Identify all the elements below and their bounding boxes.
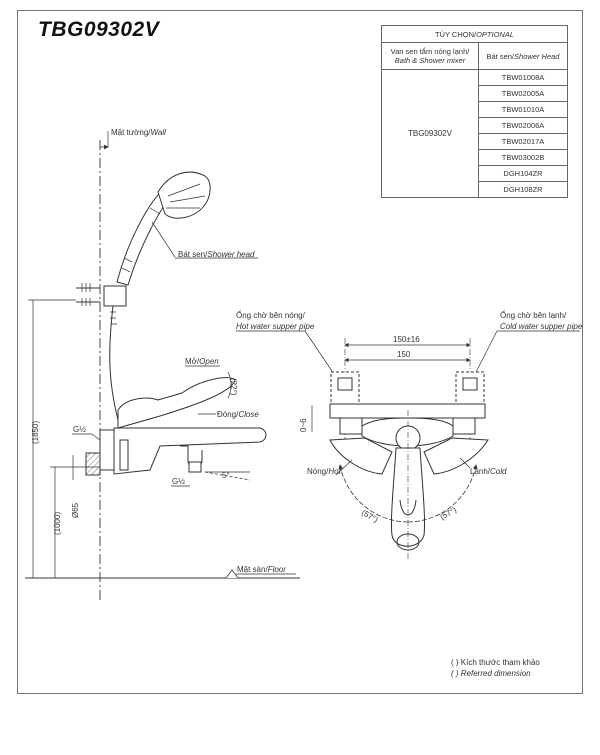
reference-note-en: ( ) Referred dimension <box>451 669 531 678</box>
left-angle-label: (57°) <box>360 508 380 525</box>
open-angle-label: (22°) <box>229 378 238 396</box>
wall-bracket <box>76 283 127 307</box>
drawing-frame <box>17 10 583 694</box>
diameter-65-label: Ø65 <box>71 502 80 518</box>
mixer-body-front <box>329 417 489 551</box>
hot-pipe-label: Ống chờ bên nóng/ <box>236 310 306 320</box>
shower-head <box>116 171 211 286</box>
mixer-body-side <box>85 377 267 476</box>
thread-top-label: G½ <box>73 425 86 434</box>
open-label: Mở/Open <box>185 357 219 366</box>
hot-label: Nóng/Hot <box>307 467 342 476</box>
cold-pipe-label-en: Cold water supper pipe <box>500 322 583 331</box>
hot-pipe-label-en: Hot water supper pipe <box>236 322 315 331</box>
vertical-offset-label: 0~6 <box>299 418 308 432</box>
thread-bottom-label: G½ <box>172 477 185 486</box>
shower-hose <box>109 305 119 421</box>
height-1850-label: (1850) <box>31 421 40 444</box>
cold-pipe-label: Ống chờ bên lạnh/ <box>500 310 567 320</box>
width-150-tolerance-label: 150±16 <box>393 335 420 344</box>
reference-note-vi: ( ) Kích thước tham khảo <box>451 658 540 667</box>
shower-head-code: DGH108ZR <box>478 181 568 198</box>
supply-pipes <box>329 371 486 435</box>
model-title: TBG09302V <box>38 18 160 41</box>
shower-head-label: Bát sen/Shower head <box>178 250 255 259</box>
wall-label: Mặt tường/Wall <box>111 128 166 137</box>
cold-label: Lạnh/Cold <box>470 467 507 476</box>
close-label: Đóng/Close <box>217 410 259 419</box>
col-mixer-header: Van sen tắm nóng lạnh/Bath & Shower mixe… <box>381 42 479 70</box>
floor-label: Mặt sàn/Floor <box>237 565 286 574</box>
reference-note: ( ) Kích thước tham khảo ( ) Referred di… <box>451 657 540 679</box>
width-150-label: 150 <box>397 350 411 359</box>
height-1000-label: (1000) <box>53 512 62 535</box>
mixer-code-cell: TBG09302V <box>381 69 479 198</box>
options-table: TÙY CHỌN/OPTIONAL Van sen tắm nóng lạnh/… <box>381 25 568 198</box>
right-angle-label: (57°) <box>439 505 459 522</box>
